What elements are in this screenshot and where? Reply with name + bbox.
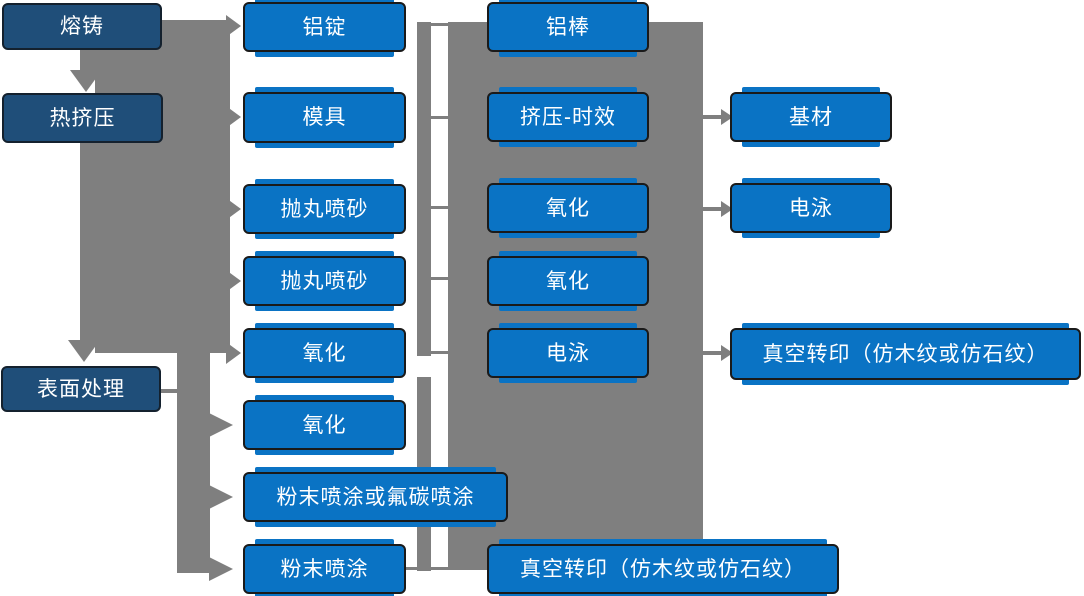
arrowhead-to-powder-coating (209, 557, 233, 581)
node-shot-blasting-sandblasting-1: 抛丸喷砂 (243, 179, 406, 239)
node-vacuum-transfer-print-col4: 真空转印（仿木纹或仿石纹） (730, 323, 1081, 385)
node-extrusion-aging: 挤压-时效 (487, 87, 649, 147)
node-powder-or-fluorocarbon-coating: 粉末喷涂或氟碳喷涂 (243, 467, 508, 527)
connector-band-stage1 (95, 20, 230, 353)
connector-line-row2 (429, 116, 449, 119)
node-base-material: 基材 (730, 87, 892, 147)
node-powder-coating: 粉末喷涂 (243, 539, 406, 596)
node-oxidation-col3-a: 氧化 (487, 178, 649, 238)
arrowhead-to-mold (226, 106, 241, 128)
arrow-shaft-to-base-material (703, 115, 721, 119)
arrow-shaft-to-electrophoresis-col4 (703, 207, 721, 211)
arrowhead-to-oxidation-row6 (209, 413, 233, 437)
node-electrophoresis-col3: 电泳 (487, 323, 649, 383)
connector-line-row3 (429, 206, 449, 209)
connector-line-powder-to-vacuum (406, 567, 488, 570)
arrowhead-to-oxidation-row5 (226, 342, 241, 364)
node-aluminum-ingot: 铝锭 (243, 0, 406, 57)
connector-band-stage1-lower-left (80, 143, 95, 342)
node-shot-blasting-sandblasting-2: 抛丸喷砂 (243, 251, 406, 311)
node-oxidation-row5: 氧化 (243, 323, 406, 383)
node-surface-treatment: 表面处理 (1, 366, 161, 412)
arrow-shaft-to-vacuum-transfer-col4 (703, 351, 721, 355)
arrowhead-down-to-hot-extrusion (70, 70, 102, 92)
arrowhead-to-shot-blasting-2 (226, 270, 241, 292)
arrowhead-to-shot-blasting-1 (226, 198, 241, 220)
arrowhead-to-aluminum-ingot (226, 15, 241, 37)
arrowhead-down-to-surface-treatment (68, 340, 100, 362)
node-hot-extrusion: 热挤压 (2, 93, 163, 143)
node-vacuum-transfer-print-col3: 真空转印（仿木纹或仿石纹） (487, 539, 839, 596)
node-oxidation-col3-b: 氧化 (487, 251, 649, 311)
connector-line-row4 (429, 277, 449, 280)
node-mold: 模具 (243, 87, 406, 148)
connector-surface-treatment-link (161, 389, 177, 393)
arrowhead-to-powder-or-fluorocarbon (209, 485, 233, 509)
node-aluminum-rod: 铝棒 (487, 0, 649, 57)
connector-band-surface-treatment (177, 353, 210, 573)
node-oxidation-row6: 氧化 (243, 395, 406, 455)
node-melting-casting: 熔铸 (2, 3, 162, 50)
connector-line-row5 (429, 351, 449, 354)
connector-bar-mid-upper (417, 22, 431, 356)
connector-line-row1 (429, 23, 449, 26)
node-electrophoresis-col4: 电泳 (730, 178, 892, 238)
